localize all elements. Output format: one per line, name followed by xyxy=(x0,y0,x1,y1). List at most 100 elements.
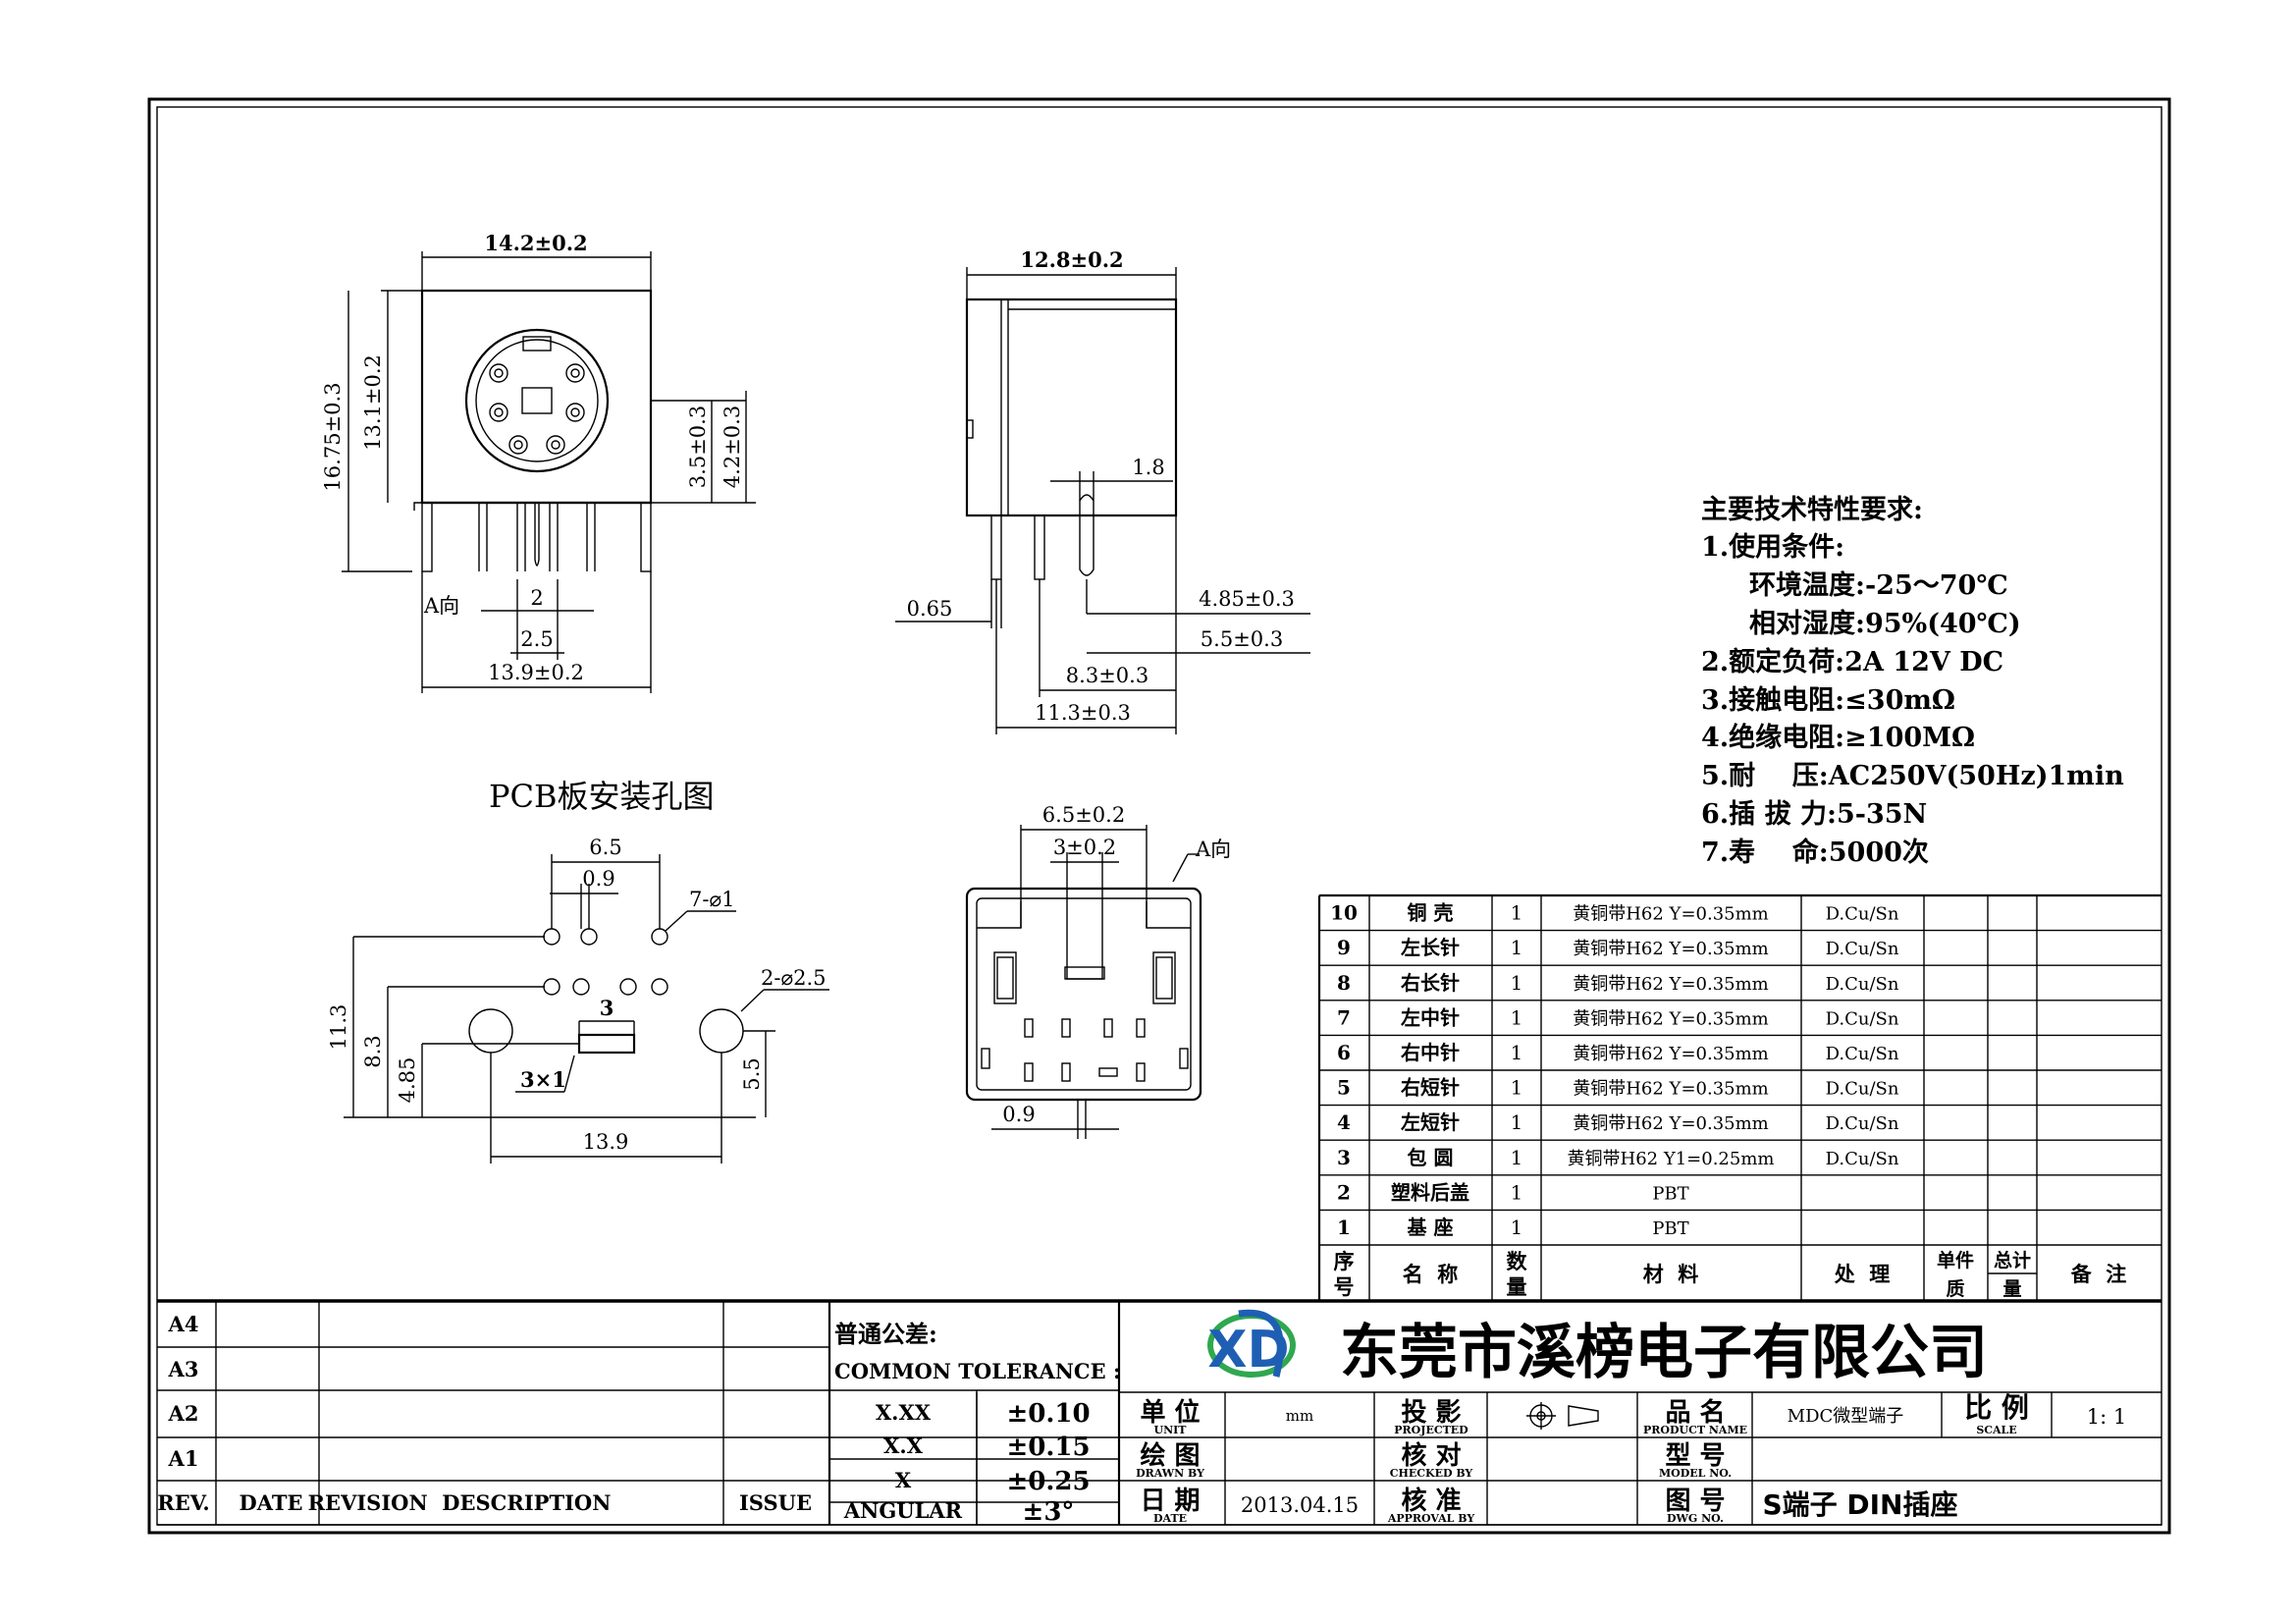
bom-h-no: 号 xyxy=(1334,1274,1355,1299)
bom-cell-material: 黄铜带H62 Y=0.35mm xyxy=(1573,1113,1769,1134)
pcb-holes7: 7-⌀1 xyxy=(689,888,734,911)
checked-label-en: CHECKED BY xyxy=(1390,1467,1473,1480)
bom-cell-no: 6 xyxy=(1337,1041,1351,1064)
tol-key: X.X xyxy=(883,1434,924,1458)
bom-cell-material: 黄铜带H62 Y=0.35mm xyxy=(1573,974,1769,995)
bom-cell-material: 黄铜带H62 Y1=0.25mm xyxy=(1568,1149,1775,1169)
bom-cell-name: 塑料后盖 xyxy=(1391,1180,1469,1204)
rev-row-a1: A1 xyxy=(168,1446,199,1471)
front-pin-h2: 4.2±0.3 xyxy=(721,406,744,488)
logo-letters: XD xyxy=(1207,1321,1289,1380)
pcb-d09: 0.9 xyxy=(582,867,614,891)
bom-cell-material: 黄铜带H62 Y=0.35mm xyxy=(1573,1079,1769,1100)
front-pin-h1: 3.5±0.3 xyxy=(686,406,710,488)
bom-cell-name: 基 座 xyxy=(1408,1216,1454,1239)
tol-val: ±0.10 xyxy=(1006,1399,1090,1429)
spec-line: 7.寿 命:5000次 xyxy=(1701,837,1929,868)
bom-cell-no: 1 xyxy=(1337,1216,1351,1239)
front-width: 14.2±0.2 xyxy=(484,231,587,255)
side-d113: 11.3±0.3 xyxy=(1035,701,1131,725)
bom-cell-name: 右长针 xyxy=(1401,971,1460,995)
bom-cell-no: 10 xyxy=(1330,901,1358,925)
bom-cell-qty: 1 xyxy=(1511,1180,1523,1204)
bom-h-total: 量 xyxy=(2002,1278,2021,1300)
dwg-label: 图 号 xyxy=(1665,1487,1725,1516)
pcb-d55: 5.5 xyxy=(740,1057,764,1090)
company-logo: XD xyxy=(1207,1309,1296,1380)
bottom-d65: 6.5±0.2 xyxy=(1042,803,1125,827)
bom-h-finish: 处 理 xyxy=(1834,1262,1891,1286)
outer-frame xyxy=(147,97,2171,1535)
dwg-label-en: DWG NO. xyxy=(1667,1512,1724,1525)
bom-cell-name: 包 圆 xyxy=(1408,1146,1454,1169)
pcb-holes2: 2-⌀2.5 xyxy=(761,966,827,990)
tol-val: ±0.15 xyxy=(1006,1433,1090,1462)
bom-cell-finish: D.Cu/Sn xyxy=(1826,1044,1899,1064)
bom-h-unit: 单件 xyxy=(1937,1249,1974,1271)
bom-cell-material: PBT xyxy=(1652,1218,1688,1239)
side-d18: 1.8 xyxy=(1132,456,1164,479)
scale-label-en: SCALE xyxy=(1976,1424,2016,1436)
bom-h-no: 序 xyxy=(1334,1249,1355,1273)
rev-row-a3: A3 xyxy=(168,1357,199,1381)
projection-label: 投 影 xyxy=(1401,1398,1461,1428)
side-width: 12.8±0.2 xyxy=(1020,247,1123,272)
bom-cell-no: 9 xyxy=(1337,936,1351,959)
specs-title: 主要技术特性要求: xyxy=(1701,495,1923,525)
drawn-label: 绘 图 xyxy=(1140,1440,1200,1471)
unit-label: 单 位 xyxy=(1140,1397,1200,1428)
bom-cell-qty: 1 xyxy=(1511,1076,1523,1100)
rev-h-date: DATE xyxy=(240,1490,303,1515)
unit-value: mm xyxy=(1286,1407,1313,1425)
rev-row-a2: A2 xyxy=(168,1401,199,1426)
dwg-value: S端子 DIN插座 xyxy=(1762,1488,1957,1521)
bom-h-qty: 量 xyxy=(1507,1274,1527,1299)
spec-line: 3.接触电阻:≤30mΩ xyxy=(1701,685,1955,716)
approval-label-en: APPROVAL BY xyxy=(1387,1512,1474,1525)
bom-cell-finish: D.Cu/Sn xyxy=(1826,1113,1899,1134)
bom-h-material: 材 料 xyxy=(1643,1262,1699,1286)
bottom-d3: 3±0.2 xyxy=(1053,836,1116,859)
front-pin-gap: 2 xyxy=(530,586,543,610)
rev-h-rev: REV. xyxy=(157,1490,209,1515)
bom-h-remark: 备 注 xyxy=(2070,1262,2127,1286)
tol-key: ANGULAR xyxy=(843,1498,963,1523)
spec-line: 环境温度:-25～70℃ xyxy=(1749,569,2008,601)
side-d065: 0.65 xyxy=(907,597,953,621)
bottom-view: 6.5±0.2 3±0.2 A向 0.9 xyxy=(965,803,1231,1139)
bom-cell-qty: 1 xyxy=(1511,1146,1523,1169)
drawn-label-en: DRAWN BY xyxy=(1136,1467,1204,1480)
tolerance-title-cn: 普通公差: xyxy=(834,1320,937,1348)
bom-cell-qty: 1 xyxy=(1511,1216,1523,1239)
bom-cell-finish: D.Cu/Sn xyxy=(1826,1008,1899,1029)
bom-cell-no: 5 xyxy=(1337,1076,1351,1100)
bom-cell-no: 4 xyxy=(1337,1110,1351,1134)
bom-cell-material: 黄铜带H62 Y=0.35mm xyxy=(1573,1008,1769,1029)
rev-h-desc: REVISION DESCRIPTION xyxy=(308,1490,612,1515)
spec-line: 4.绝缘电阻:≥100MΩ xyxy=(1701,722,1975,753)
pcb-view: PCB板安装孔图 6.5 0.9 7-⌀1 2-⌀2.5 3 11.3 8.3 … xyxy=(327,778,829,1163)
front-body-height: 13.1±0.2 xyxy=(361,354,385,451)
bom-cell-no: 2 xyxy=(1337,1180,1351,1204)
specs-block: 主要技术特性要求: 1.使用条件: 环境温度:-25～70℃ 相对湿度:95%(… xyxy=(1701,495,2124,868)
bom-h-total: 总计 xyxy=(1994,1249,2031,1271)
side-d83: 8.3±0.3 xyxy=(1066,664,1148,687)
bom-cell-qty: 1 xyxy=(1511,1005,1523,1029)
bom-cell-name: 左短针 xyxy=(1401,1110,1460,1134)
bom-cell-no: 3 xyxy=(1337,1146,1351,1169)
projection-symbol-icon xyxy=(1526,1402,1599,1430)
scale-value: 1: 1 xyxy=(2087,1405,2126,1429)
bom-cell-no: 8 xyxy=(1337,971,1351,995)
model-label-en: MODEL NO. xyxy=(1659,1467,1732,1480)
tolerance-title-en: COMMON TOLERANCE : xyxy=(834,1359,1121,1383)
bom-cell-no: 7 xyxy=(1337,1005,1351,1029)
bom-cell-finish: D.Cu/Sn xyxy=(1826,1149,1899,1169)
front-total-height: 16.75±0.3 xyxy=(321,382,345,491)
side-d55: 5.5±0.3 xyxy=(1201,627,1283,651)
bom-cell-finish: D.Cu/Sn xyxy=(1826,939,1899,959)
projection-label-en: PROJECTED xyxy=(1394,1424,1468,1436)
spec-line: 1.使用条件: xyxy=(1701,532,1844,563)
bom-cell-material: 黄铜带H62 Y=0.35mm xyxy=(1573,1044,1769,1064)
side-view: 12.8±0.2 1.8 0.65 4.85±0.3 5.5±0.3 8.3±0… xyxy=(895,247,1310,734)
tol-key: X xyxy=(895,1468,912,1492)
